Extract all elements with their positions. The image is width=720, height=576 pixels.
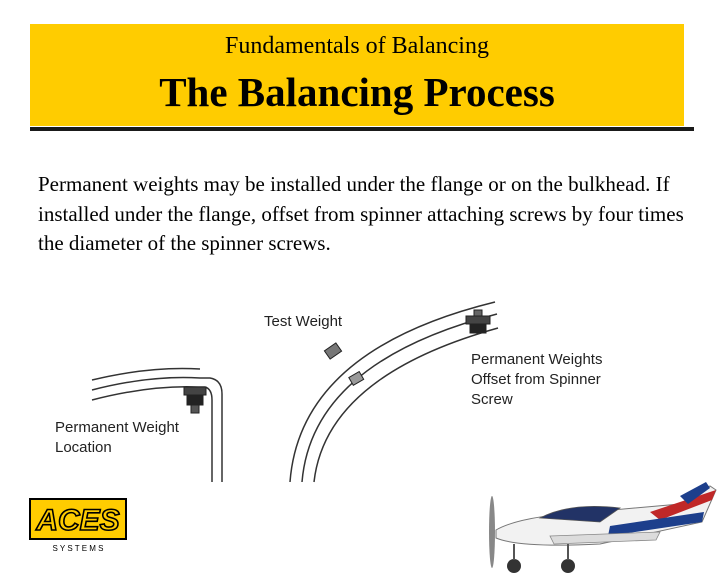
- body-paragraph: Permanent weights may be installed under…: [38, 172, 684, 255]
- test-weight-icon: [323, 342, 343, 360]
- title-divider: [30, 127, 694, 131]
- slide-subtitle: Fundamentals of Balancing: [225, 33, 489, 59]
- label-test-weight: Test Weight: [264, 313, 343, 330]
- title-banner: Fundamentals of Balancing The Balancing …: [30, 24, 684, 126]
- permanent-weight-bolt-icon: [183, 386, 207, 414]
- logo-tagline-text: S Y S T E M S: [53, 544, 104, 553]
- aircraft-illustration: [489, 482, 717, 573]
- aces-systems-logo: ACES S Y S T E M S: [29, 498, 127, 553]
- label-permanent-weights-offset: Permanent Weights Offset from Spinner Sc…: [471, 351, 603, 408]
- balancing-diagram: [91, 301, 499, 483]
- slide-title: The Balancing Process: [159, 69, 555, 115]
- logo-brand-text: ACES: [35, 504, 119, 537]
- spinner-screw-weight-icon: [465, 309, 491, 334]
- label-permanent-weight-location: Permanent Weight Location: [55, 419, 179, 456]
- offset-weight-icon: [348, 370, 365, 387]
